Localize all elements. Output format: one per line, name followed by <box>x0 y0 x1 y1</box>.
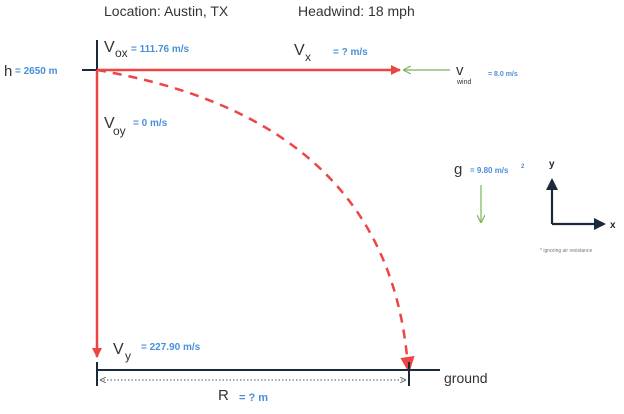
location-label: Location: Austin, TX <box>104 3 229 19</box>
vox-value: = 111.76 m/s <box>131 44 190 55</box>
voy-symbol: V <box>104 115 115 132</box>
g-exponent: 2 <box>521 164 525 170</box>
vy-symbol: V <box>113 341 124 358</box>
trajectory-curve <box>96 68 410 369</box>
vwind-value: = 8.0 m/s <box>488 71 518 78</box>
g-value: = 9.80 m/s <box>470 166 509 175</box>
vy-subscript: y <box>125 349 131 363</box>
voy-value: = 0 m/s <box>133 118 168 129</box>
g-symbol: g <box>454 161 462 178</box>
vx-value: = ? m/s <box>333 47 368 58</box>
range-value: = ? m <box>239 392 268 404</box>
ground-label: ground <box>444 370 488 386</box>
range-symbol: R <box>218 387 229 404</box>
axis-y-label: y <box>549 159 555 170</box>
vwind-subscript: wind <box>456 79 472 86</box>
air-resistance-note: * ignoring air resistance <box>540 248 592 254</box>
voy-subscript: oy <box>113 124 126 138</box>
vox-symbol: V <box>104 39 115 56</box>
vx-symbol: V <box>294 42 305 59</box>
vwind-symbol: v <box>456 62 464 79</box>
headwind-label: Headwind: 18 mph <box>298 3 415 19</box>
h-symbol: h <box>4 63 12 80</box>
vx-subscript: x <box>305 50 311 64</box>
vox-subscript: ox <box>115 46 128 60</box>
h-value: = 2650 m <box>15 66 58 77</box>
vy-value: = 227.90 m/s <box>141 342 201 353</box>
axis-x-label: x <box>610 220 616 231</box>
